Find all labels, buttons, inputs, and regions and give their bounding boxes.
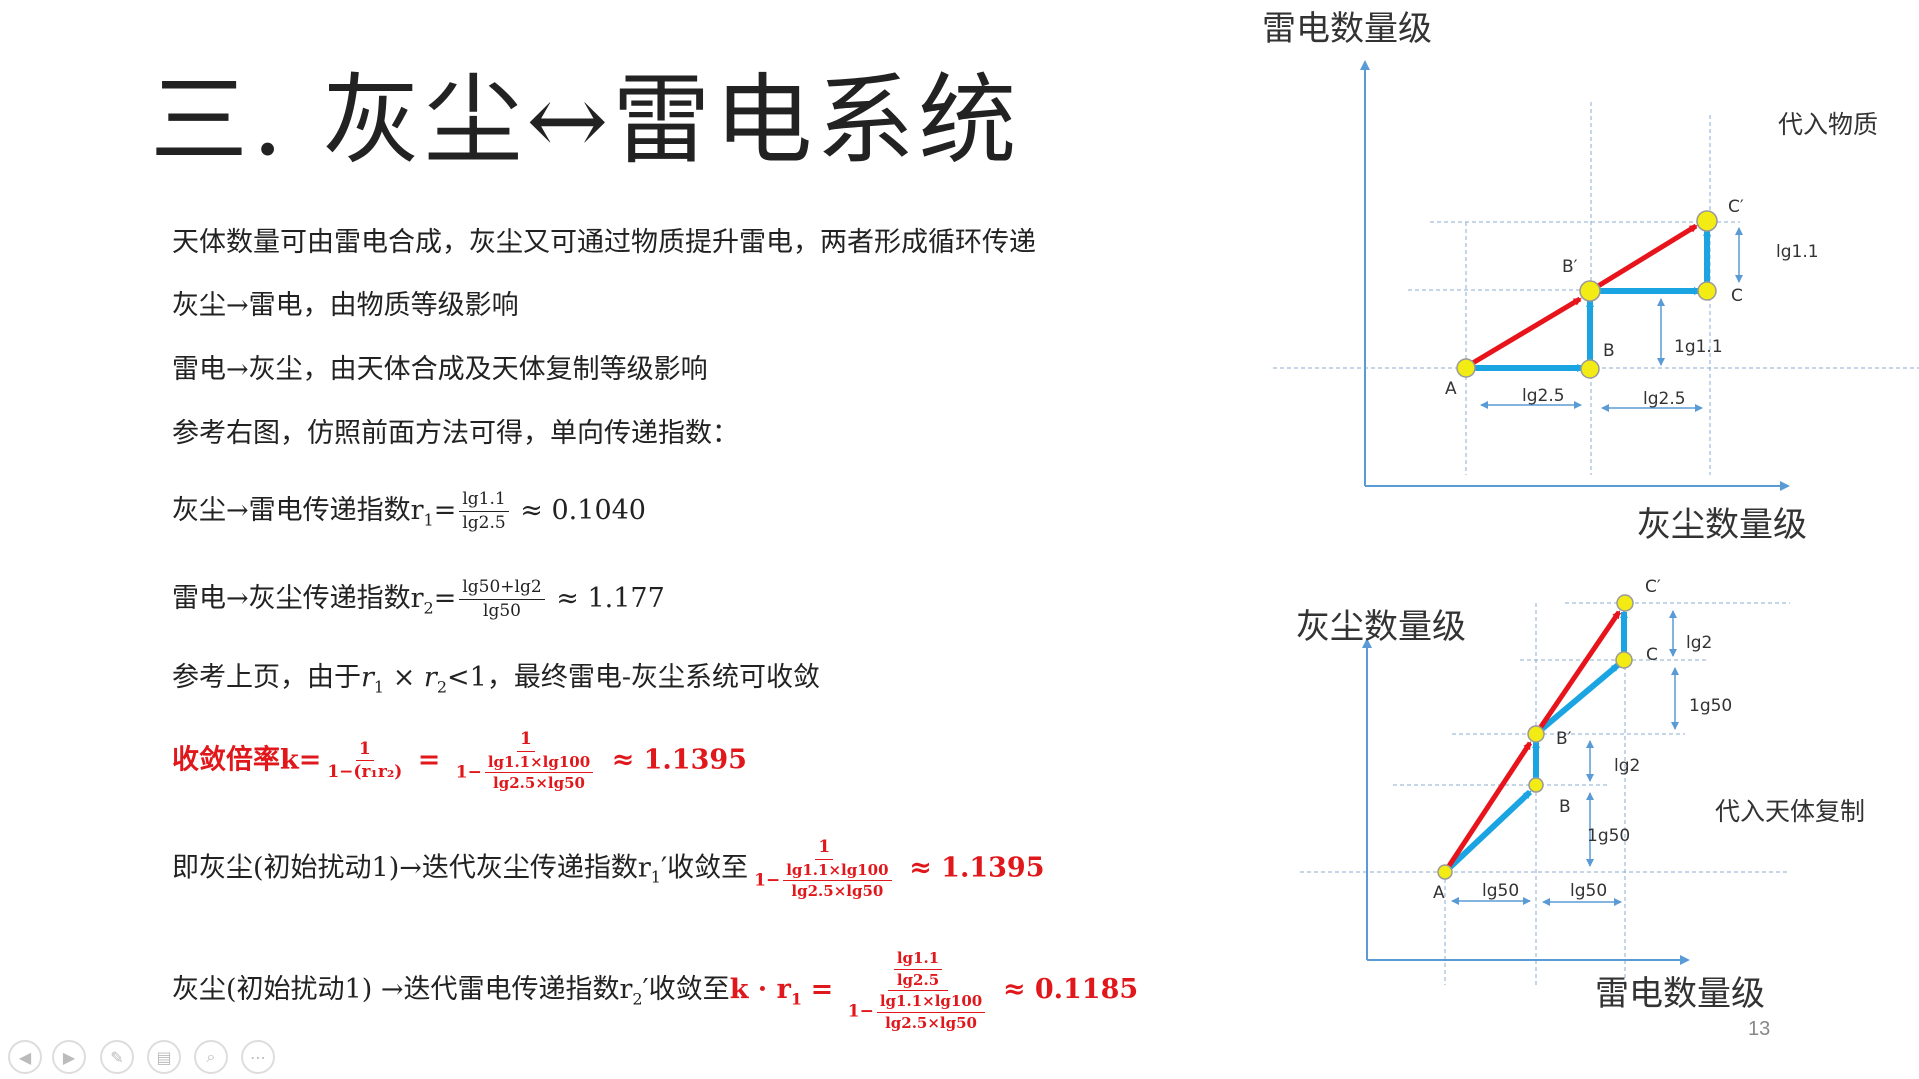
- next-icon[interactable]: ▶: [52, 1040, 86, 1074]
- page-number: 13: [1748, 1018, 1771, 1040]
- diagram-2-label-bp: B′: [1556, 729, 1572, 749]
- convergence-line: 参考上页，由于r1 × r2<1，最终雷电-灰尘系统可收敛: [172, 662, 820, 697]
- diagram-1-label-bp: B′: [1562, 257, 1578, 277]
- diagram-1-node-cp: [1696, 210, 1718, 232]
- diagram-2-red-arrow-bp-cp: [1533, 610, 1622, 736]
- diagram-2-dim-y2-label: lg2: [1614, 756, 1640, 776]
- diagram-2-arrow-bp-c: [1534, 662, 1620, 737]
- diagram-2-label-b: B: [1559, 797, 1571, 817]
- diagram-1-y-label: 雷电数量级: [1262, 9, 1432, 49]
- diagram-1-red-arrow-bp-cp: [1588, 223, 1698, 294]
- pen-icon[interactable]: ✎: [100, 1040, 134, 1074]
- body-line-2: 灰尘→雷电，由物质等级影响: [172, 290, 519, 321]
- body-line-1: 天体数量可由雷电合成，灰尘又可通过物质提升雷电，两者形成循环传递: [172, 227, 1036, 258]
- diagram-1-dim-x2-label: lg2.5: [1643, 389, 1686, 409]
- slides-icon[interactable]: ▤: [147, 1040, 181, 1074]
- more-icon[interactable]: ⋯: [241, 1040, 275, 1074]
- diagram-1-label-b: B: [1603, 341, 1615, 361]
- diagram-2-dim-x2-label: lg50: [1570, 881, 1607, 901]
- diagram-2-dim-y4-label: lg2: [1686, 633, 1712, 653]
- diagram-1-x-label: 灰尘数量级: [1637, 505, 1807, 545]
- diagram-2-nodes: [1437, 594, 1634, 880]
- diagram-2-x-label: 雷电数量级: [1595, 974, 1765, 1014]
- diagram-2-grid: [1300, 602, 1790, 985]
- diagram-1-dim-x1-label: lg2.5: [1522, 386, 1565, 406]
- diagram-1-dim-y1-label: 1g1.1: [1674, 337, 1723, 357]
- diagram-2-node-c: [1615, 651, 1633, 669]
- diagram-1-dim-y2-label: lg1.1: [1776, 242, 1819, 262]
- diagram-2-y-label: 灰尘数量级: [1296, 607, 1466, 647]
- slide-title: 三. 灰尘↔雷电系统: [150, 64, 1021, 178]
- diagram-1-node-c: [1697, 281, 1717, 301]
- diagram-2-label-cp: C′: [1645, 577, 1661, 597]
- prev-icon[interactable]: ◀: [8, 1040, 42, 1074]
- diagram-2-arrow-a-b: [1442, 789, 1533, 875]
- diagram-1-note: 代入物质: [1778, 110, 1878, 139]
- diagram-1-red-arrow-a-bp: [1464, 296, 1582, 370]
- diagram-1-node-b: [1580, 359, 1600, 379]
- diagram-2-node-a: [1437, 864, 1453, 880]
- diagram-2-node-b: [1528, 777, 1544, 793]
- diagram-2-node-cp: [1616, 594, 1634, 612]
- diagram-1: A B B′ C C′ lg2.5 lg2.5 1g1.1 lg1.1 代入物质…: [1262, 9, 1919, 545]
- diagram-2-dim-y1-label: 1g50: [1587, 826, 1630, 846]
- diagram-1-node-a: [1456, 358, 1476, 378]
- diagram-1-node-bp: [1579, 280, 1601, 302]
- diagram-1-nodes: [1456, 210, 1718, 379]
- diagram-2-label-a: A: [1433, 883, 1445, 903]
- diagram-2-node-bp: [1527, 725, 1545, 743]
- diagram-1-label-a: A: [1445, 379, 1457, 399]
- diagram-1-label-cp: C′: [1728, 197, 1744, 217]
- diagram-2-label-c: C: [1646, 645, 1658, 665]
- diagram-2: A B B′ C C′ lg50 lg50 1g50 lg2 1g50 lg2 …: [1296, 577, 1865, 1014]
- diagram-2-red-arrow-a-bp: [1442, 741, 1533, 874]
- diagram-2-dim-y3-label: 1g50: [1689, 696, 1732, 716]
- zoom-icon[interactable]: ⌕: [194, 1040, 228, 1074]
- body-line-3: 雷电→灰尘，由天体合成及天体复制等级影响: [172, 354, 708, 385]
- diagram-1-label-c: C: [1731, 286, 1743, 306]
- diagram-2-dim-x1-label: lg50: [1482, 881, 1519, 901]
- body-line-4: 参考右图，仿照前面方法可得，单向传递指数：: [172, 418, 739, 449]
- diagram-2-note: 代入天体复制: [1715, 797, 1865, 826]
